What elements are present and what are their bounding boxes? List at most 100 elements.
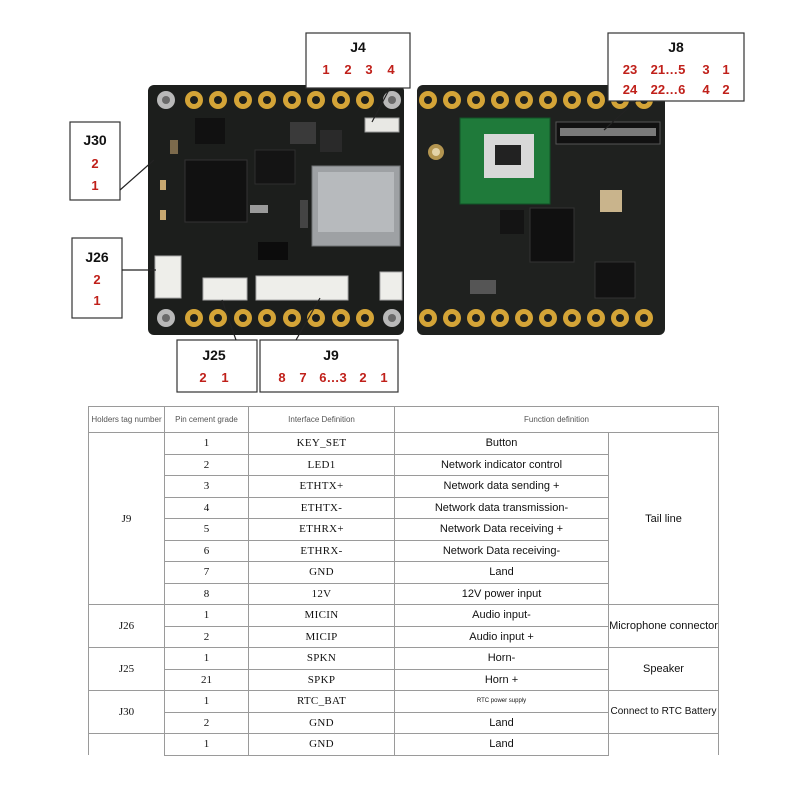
front-board — [148, 85, 404, 335]
j9-pin: 2 — [359, 370, 366, 385]
function-cell: 12V power input — [394, 582, 609, 605]
table-row: 4 ETHTX- Network data transmission- — [89, 496, 719, 519]
group-function-empty — [608, 733, 719, 755]
j8-pin: 4 — [702, 82, 710, 97]
pin-cell: 2 — [164, 625, 249, 648]
function-cell: Network data sending + — [394, 475, 609, 498]
tag-cell-empty — [88, 733, 165, 755]
pin-cell: 4 — [164, 496, 249, 519]
j8-name: J8 — [668, 39, 684, 55]
pin-cell: 2 — [164, 711, 249, 734]
table-row: 1 GND Land — [88, 733, 719, 756]
pin-cell: 7 — [164, 561, 249, 584]
j9-pin: 6…3 — [319, 370, 346, 385]
group-function-j30: Connect to RTC Battery — [608, 690, 719, 734]
pin-cell: 21 — [164, 668, 249, 691]
j4-pin: 2 — [344, 62, 351, 77]
interface-cell: GND — [248, 561, 395, 584]
pin-cell: 1 — [164, 733, 249, 756]
group-function-j26: Microphone connector — [608, 604, 719, 648]
interface-cell: SPKN — [248, 647, 395, 670]
j26-pin: 2 — [93, 272, 100, 287]
j4-name: J4 — [350, 39, 366, 55]
function-cell: Horn + — [394, 668, 609, 691]
function-cell: Network indicator control — [394, 453, 609, 476]
label-j4: J4 1 2 3 4 — [305, 32, 411, 123]
interface-cell: RTC_BAT — [248, 690, 395, 713]
table-row: 6 ETHRX- Network Data receiving- — [89, 539, 719, 562]
interface-cell: GND — [248, 711, 395, 734]
function-cell: Button — [394, 432, 609, 455]
function-cell: Network data transmission- — [394, 496, 609, 519]
table-row: 2 LED1 Network indicator control — [89, 453, 719, 476]
pin-cell: 1 — [164, 647, 249, 670]
pin-cell: 6 — [164, 539, 249, 562]
back-bottom-pads — [419, 309, 653, 327]
interface-cell: 12V — [248, 582, 395, 605]
j30-name: J30 — [83, 132, 107, 148]
interface-cell: SPKP — [248, 668, 395, 691]
pin-cell: 1 — [164, 432, 249, 455]
front-bottom-pads — [185, 309, 374, 327]
table-row: 7 GND Land — [89, 561, 719, 584]
board-figure: J4 1 2 3 4 J8 23 21…5 3 1 24 22…6 4 2 J3… — [69, 32, 745, 393]
j8-pin: 23 — [623, 62, 637, 77]
j9-name: J9 — [323, 347, 339, 363]
pin-cell: 1 — [164, 690, 249, 713]
j8-pin: 24 — [623, 82, 638, 97]
j9-pin: 8 — [278, 370, 285, 385]
label-j30: J30 2 1 — [69, 121, 155, 201]
j8-pin: 21…5 — [651, 62, 686, 77]
pin-cell: 8 — [164, 582, 249, 605]
function-cell: Horn- — [394, 647, 609, 670]
header-interface: Interface Definition — [248, 406, 395, 433]
interface-cell: ETHTX- — [248, 496, 395, 519]
pin-cell: 1 — [164, 604, 249, 627]
function-cell: Land — [394, 561, 609, 584]
label-j26: J26 2 1 — [71, 237, 156, 319]
pin-cell: 2 — [164, 453, 249, 476]
function-cell: Audio input + — [394, 625, 609, 648]
table-row: 5 ETHRX+ Network Data receiving + — [89, 518, 719, 541]
j4-pin: 1 — [322, 62, 329, 77]
table-row: J30 1 RTC_BAT RTC power supply Connect t… — [88, 690, 719, 734]
j30-pin: 2 — [91, 156, 98, 171]
tag-cell-j25: J25 — [88, 647, 165, 691]
table-row: J25 1 SPKN Horn- Speaker — [88, 647, 719, 691]
function-cell: Land — [394, 733, 609, 756]
pin-cell: 5 — [164, 518, 249, 541]
front-top-pads — [185, 91, 374, 109]
pin-definition-table: Holders tag number Pin cement grade Inte… — [88, 406, 719, 756]
j25-pin: 2 — [199, 370, 206, 385]
interface-cell: LED1 — [248, 453, 395, 476]
function-cell: Network Data receiving- — [394, 539, 609, 562]
j9-pin: 7 — [299, 370, 306, 385]
interface-cell: ETHTX+ — [248, 475, 395, 498]
j30-pin: 1 — [91, 178, 98, 193]
header-tag: Holders tag number — [88, 406, 165, 433]
j8-pin: 3 — [702, 62, 709, 77]
header-function: Function definition — [394, 406, 719, 433]
table-row: J9 1 KEY_SET Button Tail line — [88, 432, 719, 605]
j8-pin: 22…6 — [651, 82, 686, 97]
interface-cell: MICIN — [248, 604, 395, 627]
interface-cell: KEY_SET — [248, 432, 395, 455]
function-cell: Land — [394, 711, 609, 734]
label-j8: J8 23 21…5 3 1 24 22…6 4 2 — [603, 32, 745, 131]
tag-cell-j9: J9 — [88, 432, 165, 605]
table-row: 21 SPKP Horn + — [89, 668, 719, 691]
j8-pin: 1 — [722, 62, 729, 77]
back-board — [417, 85, 665, 335]
function-cell: Audio input- — [394, 604, 609, 627]
j4-pin: 3 — [365, 62, 372, 77]
interface-cell: ETHRX- — [248, 539, 395, 562]
group-function-j25: Speaker — [608, 647, 719, 691]
interface-cell: ETHRX+ — [248, 518, 395, 541]
j26-pin: 1 — [93, 293, 100, 308]
header-pin: Pin cement grade — [164, 406, 249, 433]
label-j9: J9 8 7 6…3 2 1 — [259, 297, 399, 393]
j26-name: J26 — [85, 249, 109, 265]
j25-name: J25 — [202, 347, 226, 363]
pin-cell: 3 — [164, 475, 249, 498]
j8-pin: 2 — [722, 82, 729, 97]
